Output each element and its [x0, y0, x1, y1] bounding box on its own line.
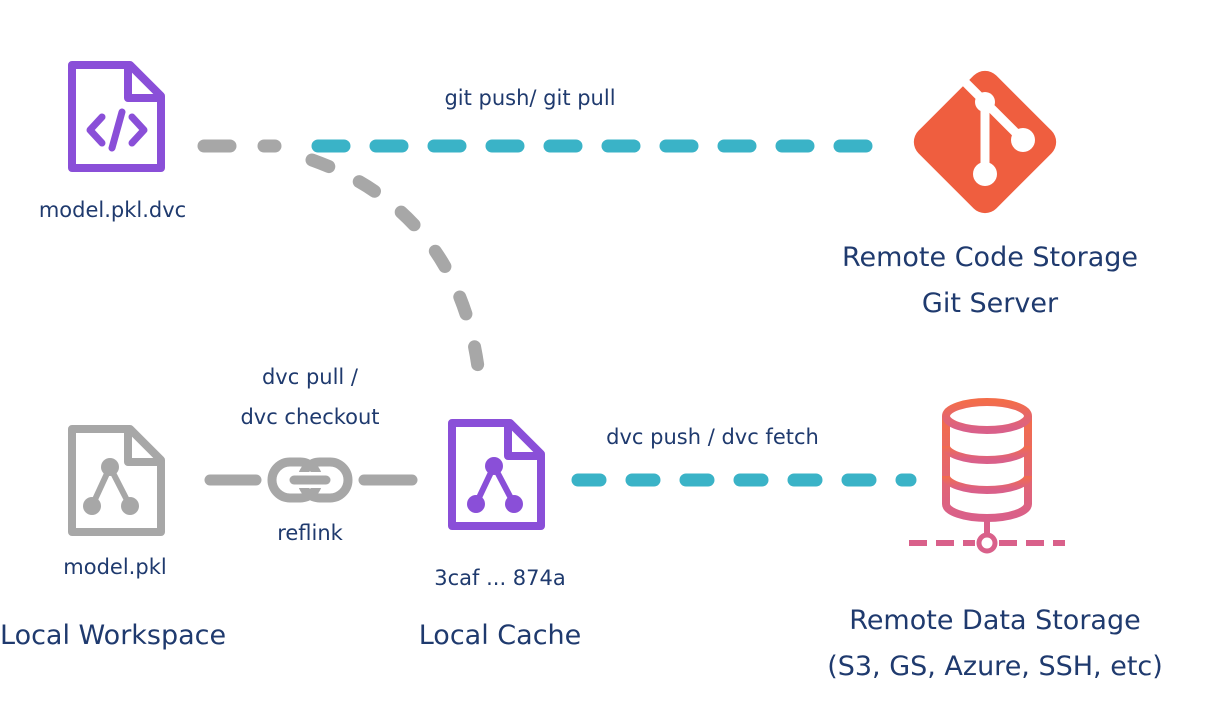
cache-file-icon	[448, 419, 545, 530]
dvc-pull-line2: dvc checkout	[240, 405, 380, 429]
remote-code-storage-label: Remote Code Storage Git Server	[820, 235, 1160, 327]
remote-data-line1: Remote Data Storage	[849, 605, 1141, 636]
cache-hash-label: 3caf ... 874a	[434, 566, 566, 590]
workspace-file-icon	[68, 425, 165, 536]
remote-code-line2: Git Server	[921, 288, 1059, 319]
gray-dash-curve	[305, 153, 487, 392]
git-push-pull-label: git push/ git pull	[444, 86, 616, 110]
dvc-pull-checkout-label: dvc pull / dvc checkout	[220, 357, 400, 437]
remote-data-storage-label: Remote Data Storage (S3, GS, Azure, SSH,…	[810, 598, 1180, 690]
model-pkl-label: model.pkl	[63, 555, 167, 579]
local-cache-label: Local Cache	[418, 620, 582, 651]
dvc-push-fetch-label: dvc push / dvc fetch	[606, 425, 819, 449]
code-file-icon	[68, 61, 165, 172]
model-pkl-dvc-label: model.pkl.dvc	[38, 198, 187, 222]
remote-data-line2: (S3, GS, Azure, SSH, etc)	[827, 651, 1163, 682]
local-workspace-label: Local Workspace	[0, 620, 227, 651]
link-icon	[267, 457, 353, 503]
git-logo-icon	[913, 70, 1057, 214]
reflink-label: reflink	[277, 521, 343, 545]
database-icon	[909, 398, 1065, 554]
remote-code-line1: Remote Code Storage	[841, 242, 1139, 273]
dvc-pull-line1: dvc pull /	[261, 365, 359, 389]
